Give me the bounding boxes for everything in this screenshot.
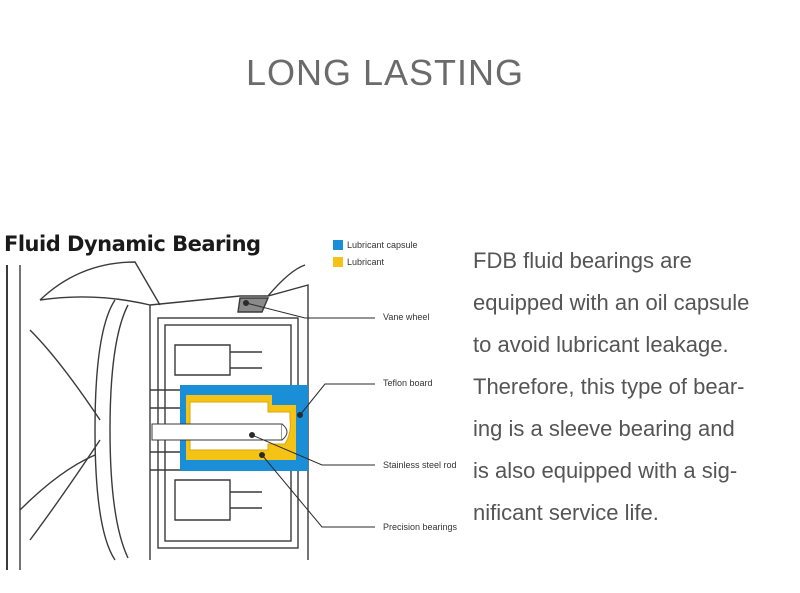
callout-teflon-board: Teflon board [383, 378, 433, 388]
description-line: Therefore, this type of bear- [473, 374, 745, 399]
page-title: LONG LASTING [245, 52, 525, 93]
legend: Lubricant capsule Lubricant [333, 236, 418, 270]
legend-label: Lubricant capsule [347, 239, 418, 250]
stainless-steel-rod [151, 423, 283, 441]
legend-item-lubricant: Lubricant [333, 253, 418, 270]
legend-swatch [333, 256, 343, 267]
description-line: is also equipped with a sig- [473, 458, 738, 483]
description-text: FDB fluid bearings are equipped with an … [473, 240, 793, 534]
legend-item-lubricant-capsule: Lubricant capsule [333, 236, 418, 253]
diagram-title: Fluid Dynamic Bearing [4, 232, 261, 256]
callout-vane-wheel: Vane wheel [383, 312, 430, 322]
description-line: to avoid lubricant leakage. [473, 332, 729, 357]
description-line: equipped with an oil capsule [473, 290, 750, 315]
callout-lines [243, 300, 375, 528]
legend-swatch [333, 239, 343, 250]
description-line: ing is a sleeve bearing and [473, 416, 735, 441]
callout-precision-bearings: Precision bearings [383, 522, 458, 532]
callout-stainless-steel-rod: Stainless steel rod [383, 460, 457, 470]
description-line: nificant service life. [473, 500, 659, 525]
description-line: FDB fluid bearings are [473, 248, 692, 273]
legend-label: Lubricant [347, 256, 385, 267]
